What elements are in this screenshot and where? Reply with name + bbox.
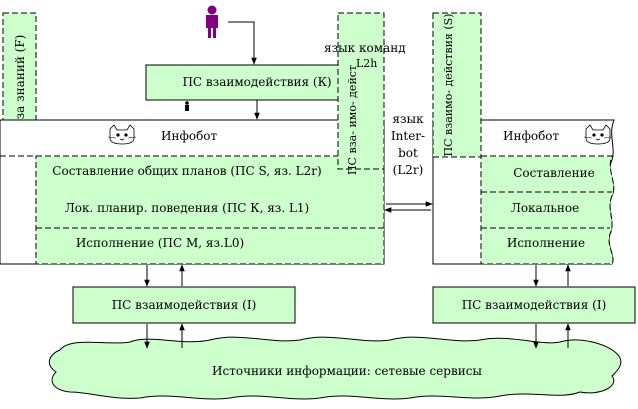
ps-interaction-i-right-label: ПС взаимодействия (I): [462, 298, 607, 312]
plan-local-label: Лок. планир. поведения (ПС К, яз. L1): [65, 201, 310, 215]
info-sources-cloud: [48, 336, 622, 400]
command-lang-label: язык команд: [324, 41, 406, 55]
interbot-label-2: Inter-: [391, 129, 425, 143]
ps-interaction-i-left-label: ПС взаимодействия (I): [112, 298, 257, 312]
interbot-label-1: язык: [392, 112, 424, 126]
person-icon: [206, 5, 218, 38]
infobot-right-title: Инфобот: [503, 129, 560, 143]
infobot-right-inner: [480, 155, 615, 265]
ps-interaction-s-box: [432, 12, 482, 158]
interbot-label-3: bot: [398, 146, 418, 160]
info-sources-label: Источники информации: сетевые сервисы: [212, 364, 482, 378]
execution-right-label: Исполнение: [507, 236, 585, 250]
ps-interaction-s-label: ПС взаимо- действия (S): [442, 14, 455, 157]
ps-interaction-i-right-box: [432, 286, 636, 324]
ps-interaction-k-label: ПС взаимодействия (К): [182, 75, 331, 89]
command-lang-sub: L2h: [356, 57, 377, 70]
plan-right-label: Составление: [513, 166, 595, 180]
plan-general-label: Составление общих планов (ПС S, яз. L2r): [52, 164, 321, 178]
ps-interaction-k-box: [145, 64, 369, 101]
knowledge-base-label: База знаний (F): [13, 35, 27, 136]
ps-interaction-vertical-box: [337, 12, 385, 170]
cat-icon: [583, 124, 613, 145]
infobot-left-title: Инфобот: [161, 129, 218, 143]
execution-left-label: Исполнение (ПС М, яз.L0): [76, 236, 244, 250]
local-right-label: Локальное: [511, 201, 579, 215]
small-person-icon: [185, 101, 189, 111]
interbot-label-4: (L2r): [393, 163, 424, 177]
cat-icon: [107, 124, 137, 145]
ps-interaction-i-left-box: [72, 286, 296, 324]
ps-interaction-vertical-label: ПС вза- имо- дейст: [346, 65, 359, 175]
infobot-left-inner: [35, 155, 385, 265]
